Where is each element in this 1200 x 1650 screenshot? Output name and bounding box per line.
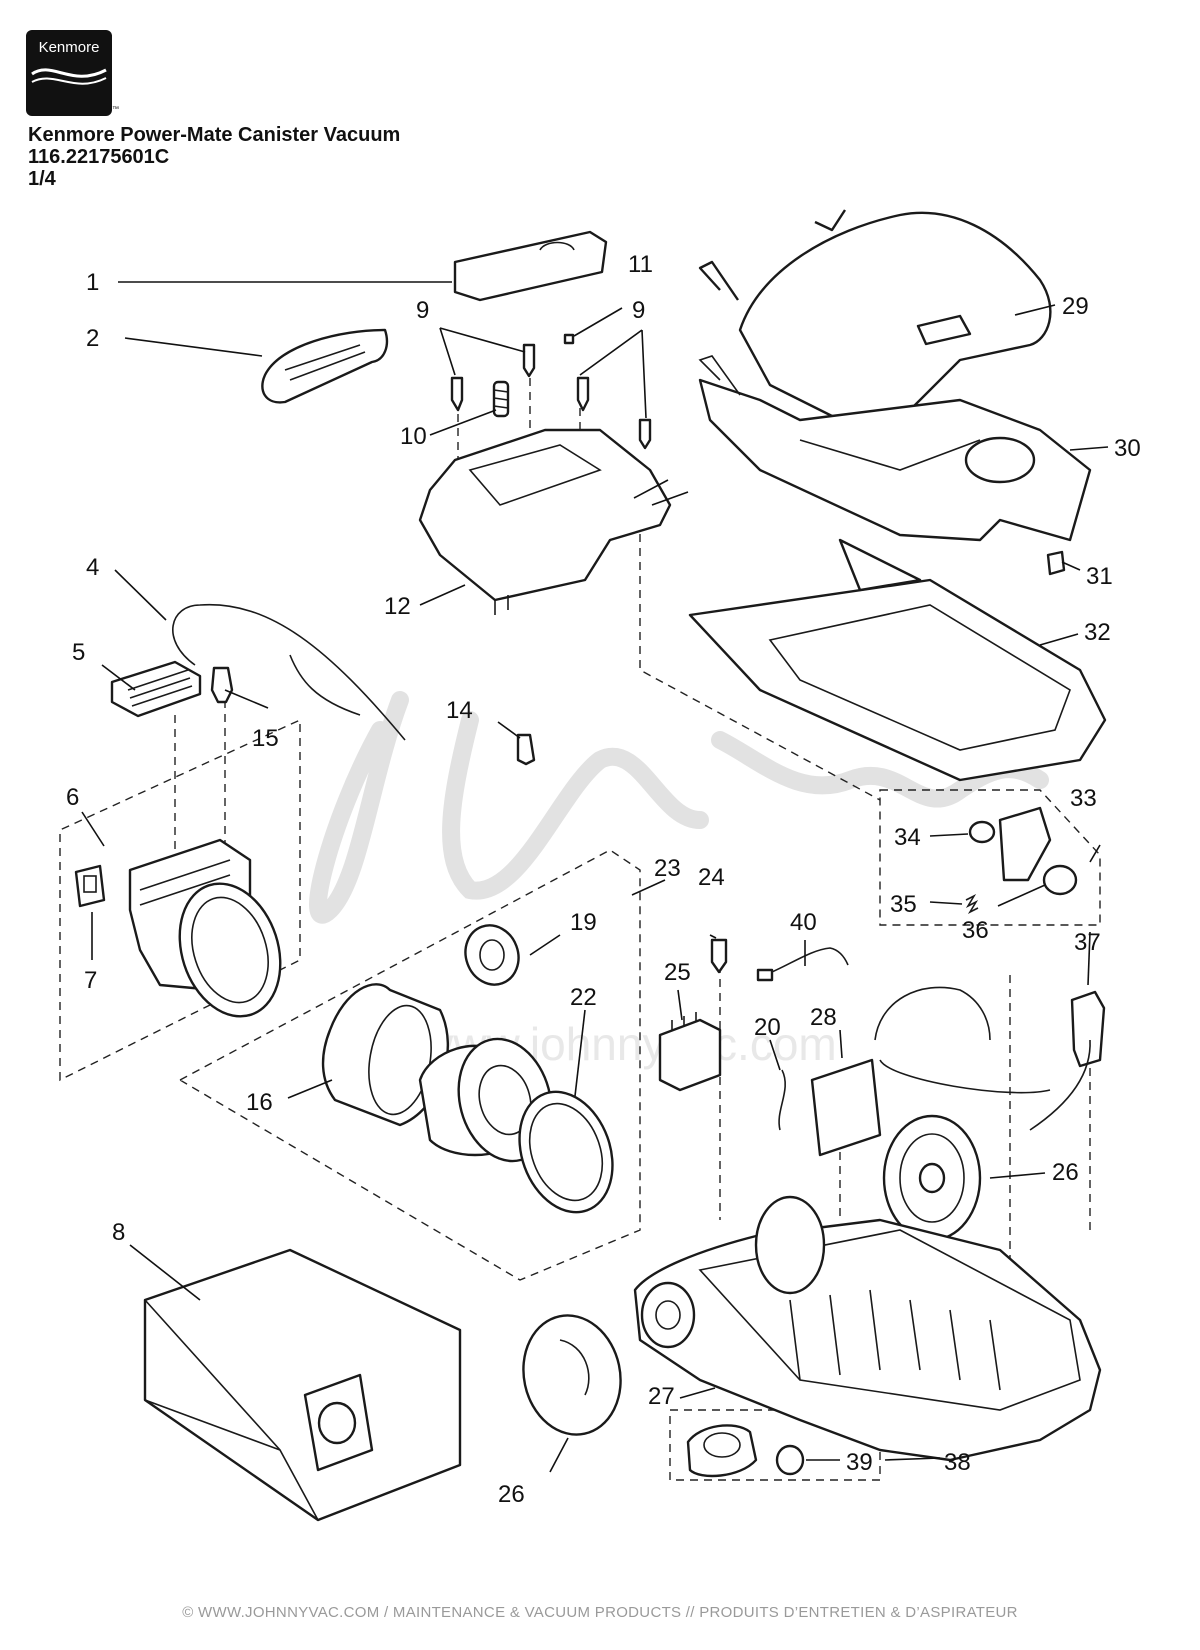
part-26-rear-wheel[interactable] xyxy=(882,1114,982,1242)
trademark-symbol: ™ xyxy=(112,106,119,113)
callout-32: 32 xyxy=(1084,619,1111,646)
part-31-clip[interactable] xyxy=(1046,550,1066,576)
part-39-caster-wheel[interactable] xyxy=(775,1444,805,1476)
callout-28: 28 xyxy=(810,1004,837,1031)
part-7-bracket[interactable] xyxy=(74,864,106,908)
part-1-filter-cover[interactable] xyxy=(453,230,608,302)
part-4-power-cord[interactable] xyxy=(172,603,406,741)
callout-7: 7 xyxy=(84,967,97,994)
callout-10: 10 xyxy=(400,423,427,450)
part-9-screws[interactable] xyxy=(450,343,652,450)
callout-19: 19 xyxy=(570,909,597,936)
part-36-latch[interactable] xyxy=(1042,864,1078,896)
part-32-gasket-frame[interactable] xyxy=(688,538,1107,782)
part-5-pre-filter[interactable] xyxy=(110,660,202,718)
part-30-body-cover[interactable] xyxy=(698,355,1092,542)
callout-11: 11 xyxy=(628,251,653,278)
callout-33: 33 xyxy=(1070,785,1097,812)
callout-27: 27 xyxy=(648,1383,675,1410)
model-number: 116.22175601C xyxy=(28,146,170,168)
callout-38: 38 xyxy=(944,1449,971,1476)
part-15-connector[interactable] xyxy=(210,666,234,704)
callout-25: 25 xyxy=(664,959,691,986)
callout-9-left: 9 xyxy=(416,297,429,324)
kenmore-logo: Kenmore xyxy=(26,30,112,116)
document-header: Kenmore Power-Mate Canister Vacuum 116.2… xyxy=(28,124,400,190)
callout-22: 22 xyxy=(570,984,597,1011)
part-8-dust-bag[interactable] xyxy=(143,1248,462,1522)
part-28-filter-pad[interactable] xyxy=(810,1058,882,1157)
callout-34: 34 xyxy=(894,824,921,851)
part-40-wire-harness[interactable] xyxy=(764,947,849,976)
part-40-connector xyxy=(756,968,774,982)
part-14-wire-nut[interactable] xyxy=(516,733,536,766)
callout-37: 37 xyxy=(1074,929,1101,956)
part-25-switch[interactable] xyxy=(658,1012,722,1092)
leader-lines xyxy=(81,281,1109,1473)
part-11-clip[interactable] xyxy=(563,333,575,345)
part-38-caster-housing[interactable] xyxy=(686,1424,758,1478)
part-19-bearing-cap[interactable] xyxy=(457,918,526,992)
callout-1: 1 xyxy=(86,269,99,296)
callout-30: 30 xyxy=(1114,435,1141,462)
part-34-grommet[interactable] xyxy=(968,820,996,844)
callout-20: 20 xyxy=(754,1014,781,1041)
part-24-screw[interactable] xyxy=(710,938,728,974)
callout-5: 5 xyxy=(72,639,85,666)
callout-40: 40 xyxy=(790,909,817,936)
part-10-spring[interactable] xyxy=(492,380,510,418)
svg-text:Kenmore: Kenmore xyxy=(39,39,100,56)
part-37-switch[interactable] xyxy=(1029,990,1106,1131)
callout-31: 31 xyxy=(1086,563,1113,590)
callout-23: 23 xyxy=(654,855,681,882)
part-27-base-chassis[interactable] xyxy=(633,1195,1102,1462)
callout-39: 39 xyxy=(846,1449,873,1476)
callout-14: 14 xyxy=(446,697,473,724)
page-number: 1/4 xyxy=(28,168,56,190)
callout-35: 35 xyxy=(890,891,917,918)
callout-29: 29 xyxy=(1062,293,1089,320)
callout-16: 16 xyxy=(246,1089,273,1116)
callout-6: 6 xyxy=(66,784,79,811)
part-26-wheel-cover[interactable] xyxy=(513,1306,632,1443)
callout-26-lower: 26 xyxy=(498,1481,525,1508)
part-33-release-bracket[interactable] xyxy=(998,806,1052,882)
page-title: Kenmore Power-Mate Canister Vacuum xyxy=(28,124,401,146)
part-12-top-housing[interactable] xyxy=(418,428,672,615)
footer-copyright: © WWW.JOHNNYVAC.COM / MAINTENANCE & VACU… xyxy=(182,1604,1018,1621)
callout-2: 2 xyxy=(86,325,99,352)
callout-15: 15 xyxy=(252,725,279,752)
callout-24: 24 xyxy=(698,864,725,891)
part-20-wire[interactable] xyxy=(778,1069,787,1131)
callout-labels: 1 2 4 5 6 7 8 9 9 10 11 12 14 15 16 19 2… xyxy=(66,251,1141,1508)
callout-4: 4 xyxy=(86,554,99,581)
part-22-gasket[interactable] xyxy=(503,1079,628,1226)
callout-8: 8 xyxy=(112,1219,125,1246)
callout-26-upper: 26 xyxy=(1052,1159,1079,1186)
callout-9-right: 9 xyxy=(632,297,645,324)
callout-12: 12 xyxy=(384,593,411,620)
part-35-spring[interactable] xyxy=(965,894,979,914)
callout-36: 36 xyxy=(962,917,989,944)
part-6-filter-housing[interactable] xyxy=(128,838,297,1030)
part-2-handle-grip[interactable] xyxy=(261,328,389,404)
part-29-lid[interactable] xyxy=(698,209,1052,442)
